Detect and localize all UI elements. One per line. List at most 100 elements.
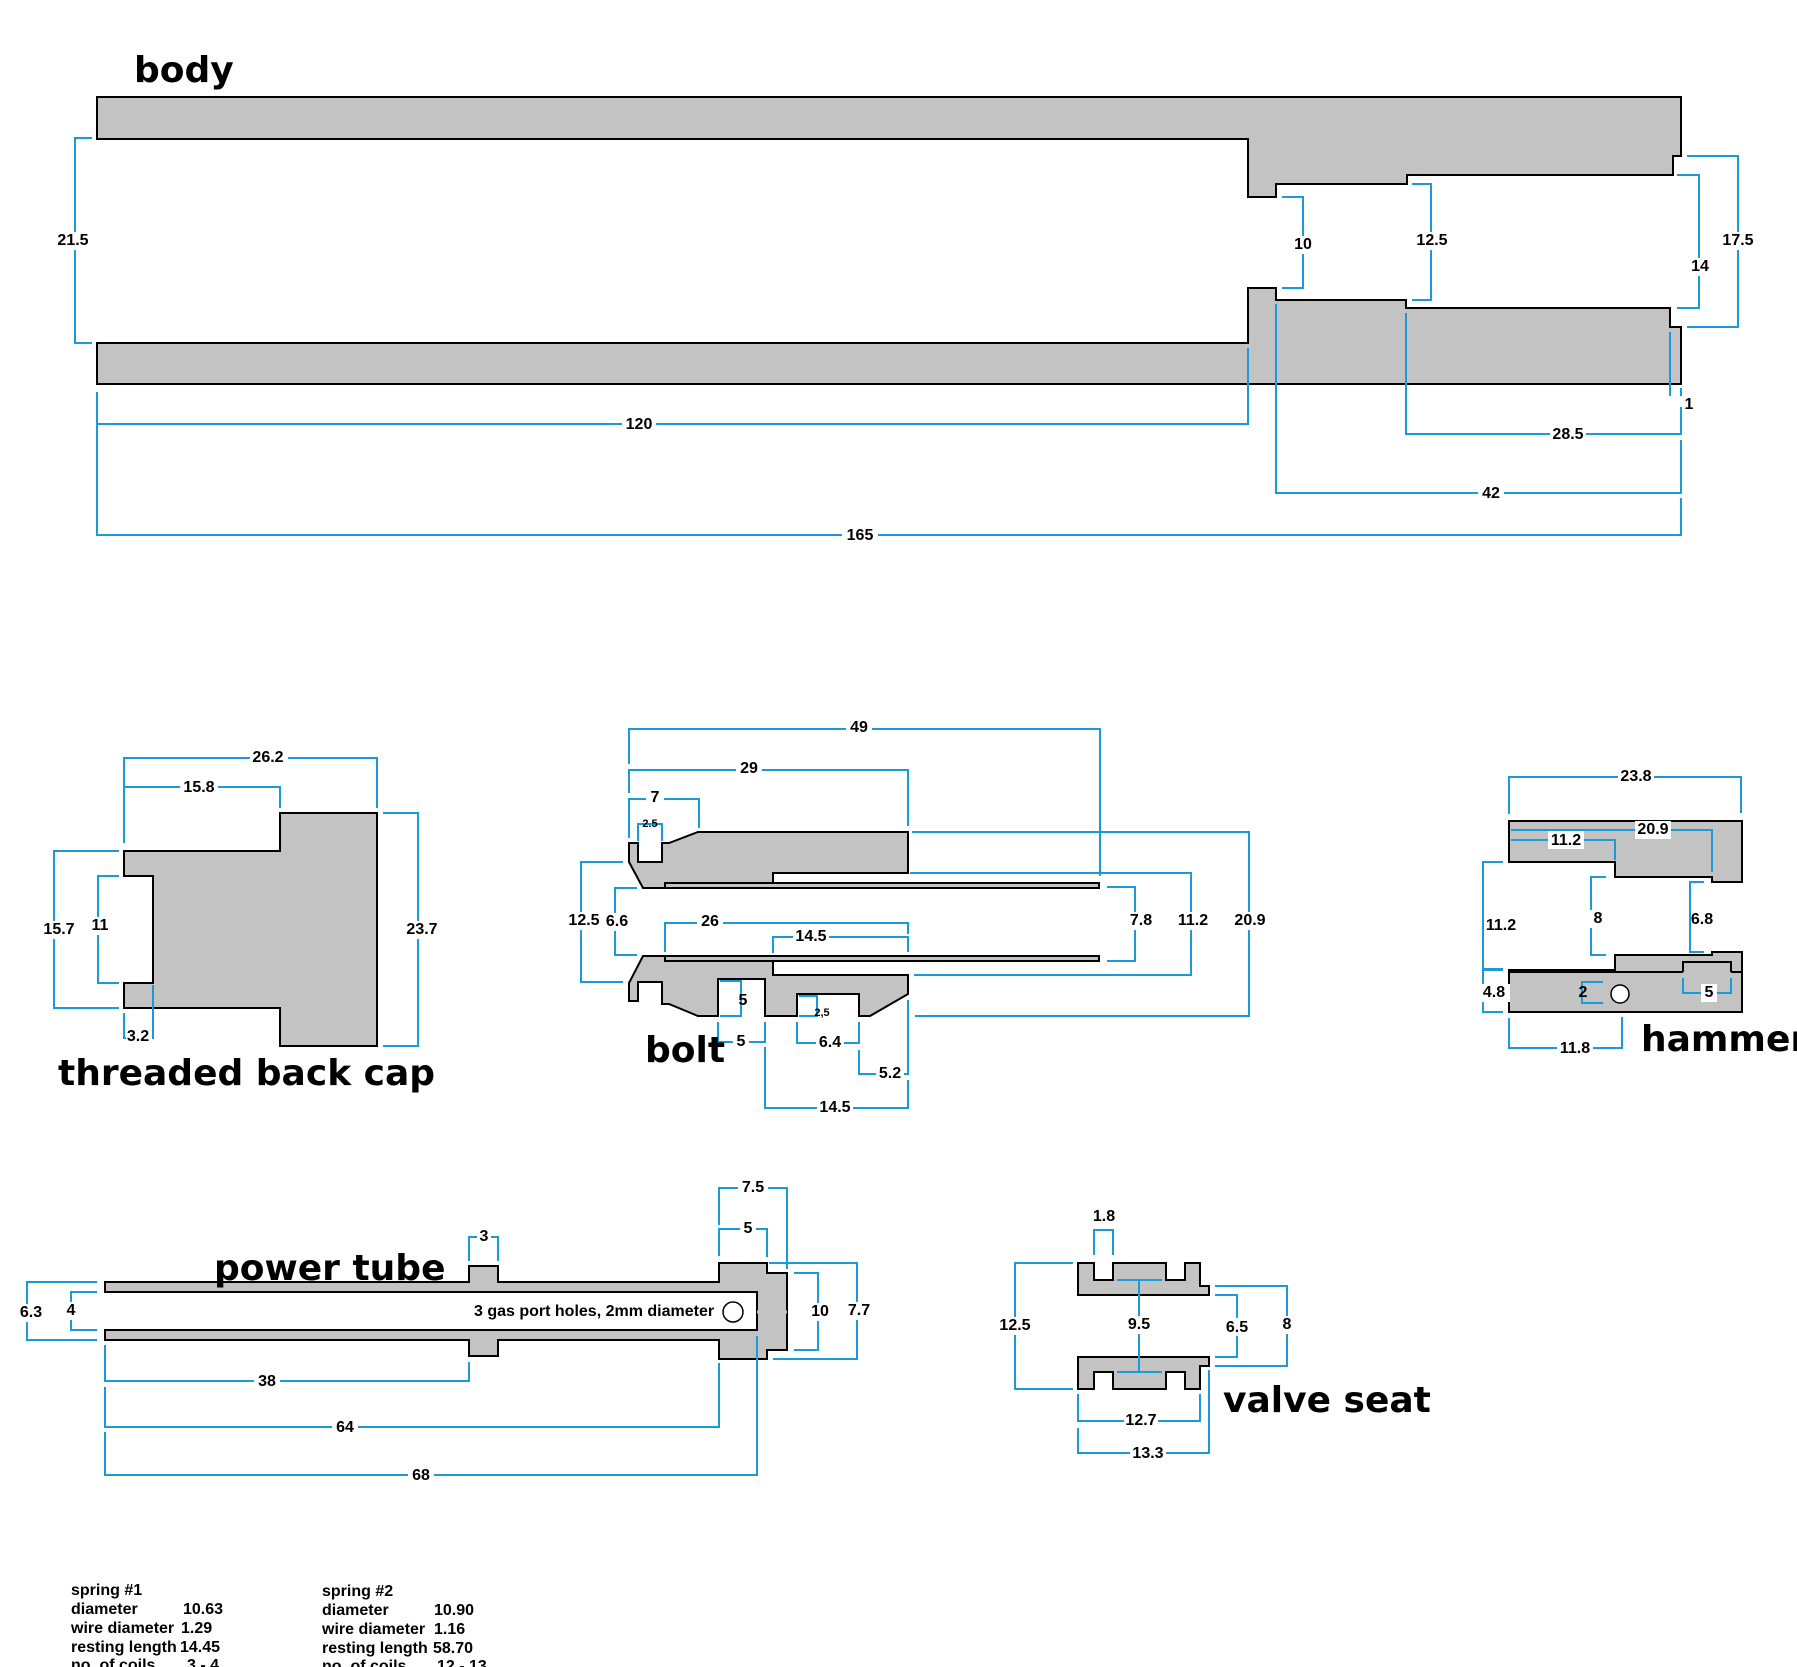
- power-tube-part: 3 gas port holes, 2mm diameter 6.3 4 3 3…: [16, 1179, 873, 1484]
- dim-label-17-5: 17.5: [1722, 232, 1753, 249]
- dim-line-1: [1669, 332, 1682, 396]
- dim-label-14-5-bottom: 14.5: [819, 1099, 850, 1116]
- spring-1-value-wire: 1.29: [181, 1620, 212, 1637]
- dim-label-20-9: 20.9: [1637, 821, 1668, 838]
- dim-label-68: 68: [412, 1467, 430, 1484]
- dim-label-8: 8: [1594, 910, 1603, 927]
- dim-label-29: 29: [740, 760, 758, 777]
- dim-line-26: [664, 922, 909, 952]
- hammer-lower-slot: [1682, 961, 1732, 972]
- spring-2-label-coils: no. of coils: [322, 1658, 407, 1667]
- dim-label-10: 10: [811, 1303, 829, 1320]
- body-title: body: [134, 50, 234, 91]
- spring-1-label-length: resting length: [71, 1639, 177, 1656]
- spring-2-value-diameter: 10.90: [434, 1602, 474, 1619]
- dim-label-26-2: 26.2: [252, 749, 283, 766]
- spring-1-value-coils: 3 - 4: [187, 1657, 219, 1667]
- dim-label-7-5: 7.5: [742, 1179, 764, 1196]
- dim-line-1-8: [1093, 1229, 1114, 1255]
- body-upper-wall: [96, 96, 1682, 198]
- dim-line-14-5-rod: [772, 936, 909, 953]
- spring-1-title: spring #1: [71, 1582, 142, 1599]
- dim-label-7-7: 7.7: [848, 1302, 870, 1319]
- bolt-part: 49 29 7 2.5 12.5 6.6 26 14.5 7.8 11.2 20…: [566, 719, 1268, 1117]
- dim-label-120: 120: [626, 416, 653, 433]
- dim-label-7: 7: [651, 789, 660, 806]
- spring-1-label-diameter: diameter: [71, 1601, 138, 1618]
- dim-line-38: [104, 1345, 470, 1382]
- dim-label-12-7: 12.7: [1125, 1412, 1156, 1429]
- spring-2-label-diameter: diameter: [322, 1602, 389, 1619]
- threaded-back-cap-title: threaded back cap: [58, 1053, 435, 1094]
- dim-label-11-2-inner: 11.2: [1551, 832, 1581, 849]
- dim-label-28-5: 28.5: [1552, 426, 1583, 443]
- dim-label-6-5: 6.5: [1226, 1319, 1248, 1336]
- dim-line-20-9: [1511, 829, 1713, 872]
- dim-label-23-7: 23.7: [406, 921, 437, 938]
- dim-line-6-8: [1689, 881, 1704, 953]
- threaded-back-cap-part: 26.2 15.8 15.7 11 3.2 23.7 threaded back…: [40, 749, 440, 1094]
- dim-label-15-8: 15.8: [183, 779, 214, 796]
- dim-label-4-8: 4.8: [1483, 984, 1505, 1001]
- spring-1-value-diameter: 10.63: [183, 1601, 223, 1618]
- dim-label-11-2-gap: 11.2: [1486, 917, 1516, 934]
- body-part: body 21.5 10 12.5 14 17.5 1 120 28.5 42: [56, 50, 1756, 544]
- dim-label-20-9: 20.9: [1234, 912, 1265, 929]
- bolt-upper-rod: [664, 882, 1100, 889]
- spring-2-value-coils: 12 - 13: [437, 1658, 487, 1667]
- gas-port-hole: [722, 1301, 744, 1323]
- spring-2-label-length: resting length: [322, 1640, 428, 1657]
- hammer-pin-hole: [1610, 984, 1630, 1004]
- dim-label-3: 3: [480, 1228, 489, 1245]
- power-tube-title: power tube: [214, 1248, 446, 1289]
- spring-2-value-length: 58.70: [433, 1640, 473, 1657]
- dim-label-10: 10: [1294, 236, 1312, 253]
- dim-label-5-2: 5.2: [879, 1065, 901, 1082]
- dim-label-slot-5-depth: 5: [739, 992, 748, 1009]
- dim-line-2: [1581, 981, 1603, 1004]
- dim-label-11: 11: [92, 917, 109, 934]
- dim-line-slot-5-depth: [720, 980, 742, 1017]
- gas-port-note: 3 gas port holes, 2mm diameter: [474, 1303, 714, 1320]
- dim-line-2-5-top: [637, 823, 663, 841]
- dim-label-12-5: 12.5: [1416, 232, 1447, 249]
- dim-label-2: 2: [1579, 984, 1588, 1001]
- hammer-title: hammer: [1641, 1019, 1797, 1060]
- dim-label-6-6: 6.6: [606, 913, 628, 930]
- dim-label-23-8: 23.8: [1620, 768, 1651, 785]
- dim-line-2-5-slot: [799, 995, 818, 1017]
- dim-line-64: [104, 1363, 720, 1428]
- bolt-upper-half: [628, 831, 909, 889]
- dim-label-5: 5: [744, 1220, 753, 1237]
- body-lower-wall: [96, 287, 1682, 385]
- dim-line-68: [104, 1336, 758, 1476]
- valve-seat-part: 1.8 12.5 9.5 6.5 8 12.7 13.3 valve seat: [998, 1208, 1431, 1462]
- dim-label-8: 8: [1283, 1316, 1292, 1333]
- dim-line-165: [96, 392, 1682, 536]
- hammer-part: 23.8 20.9 11.2 11.2 8 6.8 4.8 2 5 11.8 h…: [1480, 768, 1797, 1060]
- back-cap-shape: [123, 812, 378, 1047]
- spring-2-title: spring #2: [322, 1583, 393, 1600]
- dim-label-14: 14: [1691, 258, 1709, 275]
- dim-label-3-2: 3.2: [127, 1028, 149, 1045]
- dim-label-2-5-top: 2.5: [642, 818, 657, 830]
- dim-line-11-2-gap: [1482, 861, 1503, 970]
- dim-label-4: 4: [67, 1302, 76, 1319]
- spring-1-value-length: 14.45: [180, 1639, 220, 1656]
- dim-line-11-2-inner: [1511, 839, 1616, 860]
- dim-line-28-5: [1405, 313, 1682, 435]
- dim-label-42: 42: [1482, 485, 1500, 502]
- dim-line-14: [1677, 174, 1700, 309]
- dim-label-38: 38: [258, 1373, 276, 1390]
- spring-2-specs: spring #2 diameter 10.90 wire diameter 1…: [321, 1583, 487, 1667]
- dim-label-slot-5-width: 5: [737, 1033, 746, 1050]
- dim-label-1: 1: [1685, 396, 1694, 413]
- bolt-title: bolt: [645, 1030, 725, 1071]
- power-tube-upper-wall: [104, 1262, 788, 1313]
- dim-label-6-8: 6.8: [1691, 911, 1713, 928]
- dim-label-12-5: 12.5: [568, 912, 599, 929]
- dim-label-165: 165: [847, 527, 874, 544]
- dim-label-5: 5: [1705, 984, 1714, 1001]
- dim-label-21-5: 21.5: [57, 232, 88, 249]
